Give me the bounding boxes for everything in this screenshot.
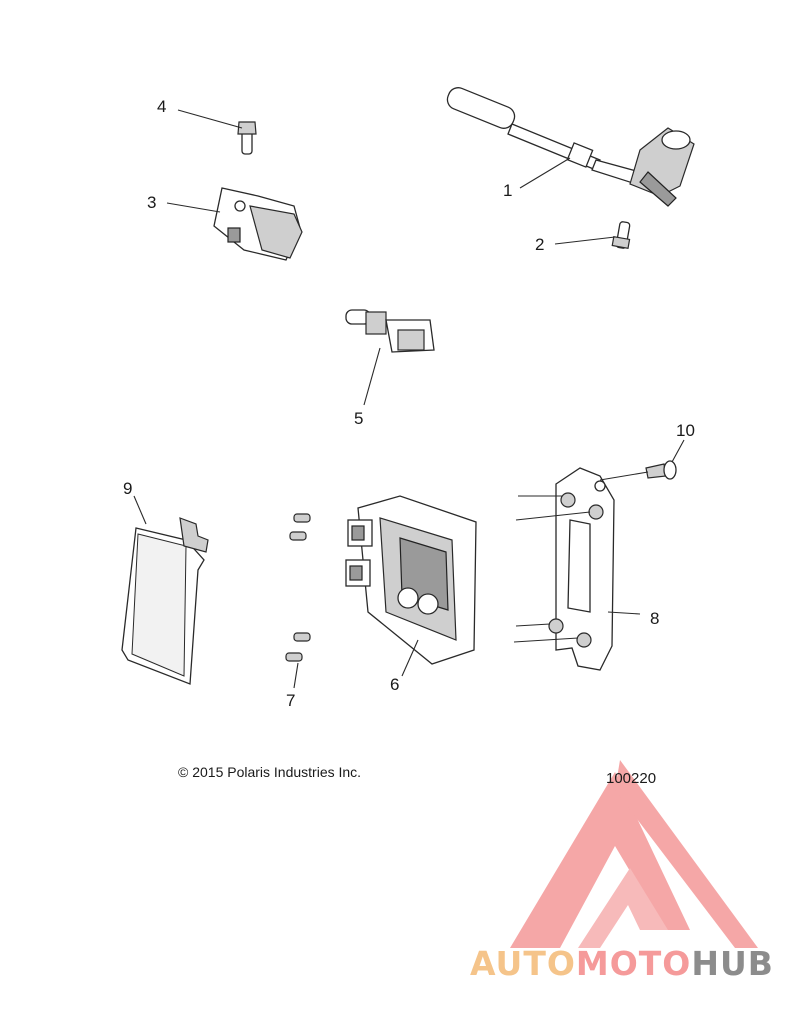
part-9-cover <box>121 517 209 685</box>
leader-6 <box>401 639 419 677</box>
copyright-notice: © 2015 Polaris Industries Inc. <box>178 764 362 780</box>
part-10-push-rivet <box>645 460 677 480</box>
callout-5: 5 <box>354 409 363 428</box>
part-1-speed-sensor <box>446 87 695 207</box>
leader-7 <box>293 662 299 689</box>
leader-8b <box>515 511 591 521</box>
leader-3 <box>166 202 221 213</box>
leader-4 <box>177 109 243 129</box>
watermark-word-auto: AUTO <box>470 944 576 983</box>
leader-10 <box>671 439 685 463</box>
watermark-word-moto: MOTO <box>575 944 692 983</box>
watermark-word-hub: HUB <box>691 944 774 983</box>
callout-9: 9 <box>123 479 132 498</box>
leader-8 <box>607 611 641 615</box>
callout-4: 4 <box>157 97 166 116</box>
drawing-number: 100220 <box>606 770 657 787</box>
callout-3: 3 <box>147 193 156 212</box>
part-6-ecu-module <box>345 495 477 665</box>
callout-7: 7 <box>286 691 295 710</box>
part-3-map-sensor <box>213 187 303 261</box>
leader-8c <box>515 623 551 627</box>
part-7-screws <box>285 513 311 662</box>
leader-5 <box>363 347 381 406</box>
leader-1 <box>519 157 571 189</box>
callout-1: 1 <box>503 181 512 200</box>
leader-2 <box>554 236 616 245</box>
leader-9 <box>133 495 147 525</box>
part-2-bolt <box>611 221 631 250</box>
watermark-logo-text: AUTOMOTOHUB <box>470 944 774 983</box>
callout-10: 10 <box>676 421 695 440</box>
callout-2: 2 <box>535 235 544 254</box>
callout-8: 8 <box>650 609 659 628</box>
part-8-bracket <box>548 467 615 671</box>
part-5-temperature-sensor <box>345 309 435 353</box>
part-4-bolt <box>237 121 257 155</box>
leader-10a <box>599 471 649 481</box>
watermark-logo-mark <box>510 760 758 948</box>
leader-8d <box>513 637 579 643</box>
callout-6: 6 <box>390 675 399 694</box>
